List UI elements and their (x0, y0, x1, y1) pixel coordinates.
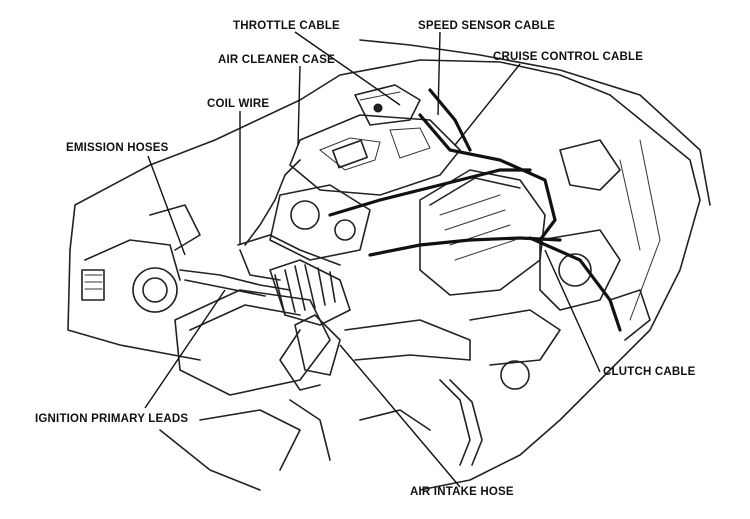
label-ignition-primary-leads: IGNITION PRIMARY LEADS (35, 413, 189, 425)
leader-speed-sensor-cable (437, 31, 441, 116)
leader-air-cleaner-case (297, 65, 301, 146)
engine-bay-outline (67, 39, 711, 491)
label-speed-sensor-cable: SPEED SENSOR CABLE (418, 20, 556, 32)
left-components (81, 204, 201, 313)
label-throttle-cable: THROTTLE CABLE (233, 20, 340, 32)
leader-cruise-control-cable (454, 63, 521, 146)
air-intake-assembly (174, 259, 471, 396)
engine-block (269, 84, 546, 296)
leader-ignition-primary-leads (144, 289, 226, 409)
leader-throttle-cable (294, 31, 401, 106)
label-air-intake-hose: AIR INTAKE HOSE (410, 486, 514, 498)
cables (179, 88, 622, 332)
leader-lines (144, 31, 601, 488)
label-air-cleaner-case: AIR CLEANER CASE (218, 54, 335, 66)
label-emission-hoses: EMISSION HOSES (66, 142, 169, 154)
leader-clutch-cable (544, 249, 601, 373)
leader-emission-hoses (147, 155, 186, 256)
label-cruise-control-cable: CRUISE CONTROL CABLE (493, 51, 644, 63)
leader-air-intake-hose (339, 344, 461, 488)
hoses (199, 379, 483, 471)
label-coil-wire: COIL WIRE (207, 98, 270, 110)
label-clutch-cable: CLUTCH CABLE (603, 366, 696, 378)
right-components (469, 139, 651, 390)
